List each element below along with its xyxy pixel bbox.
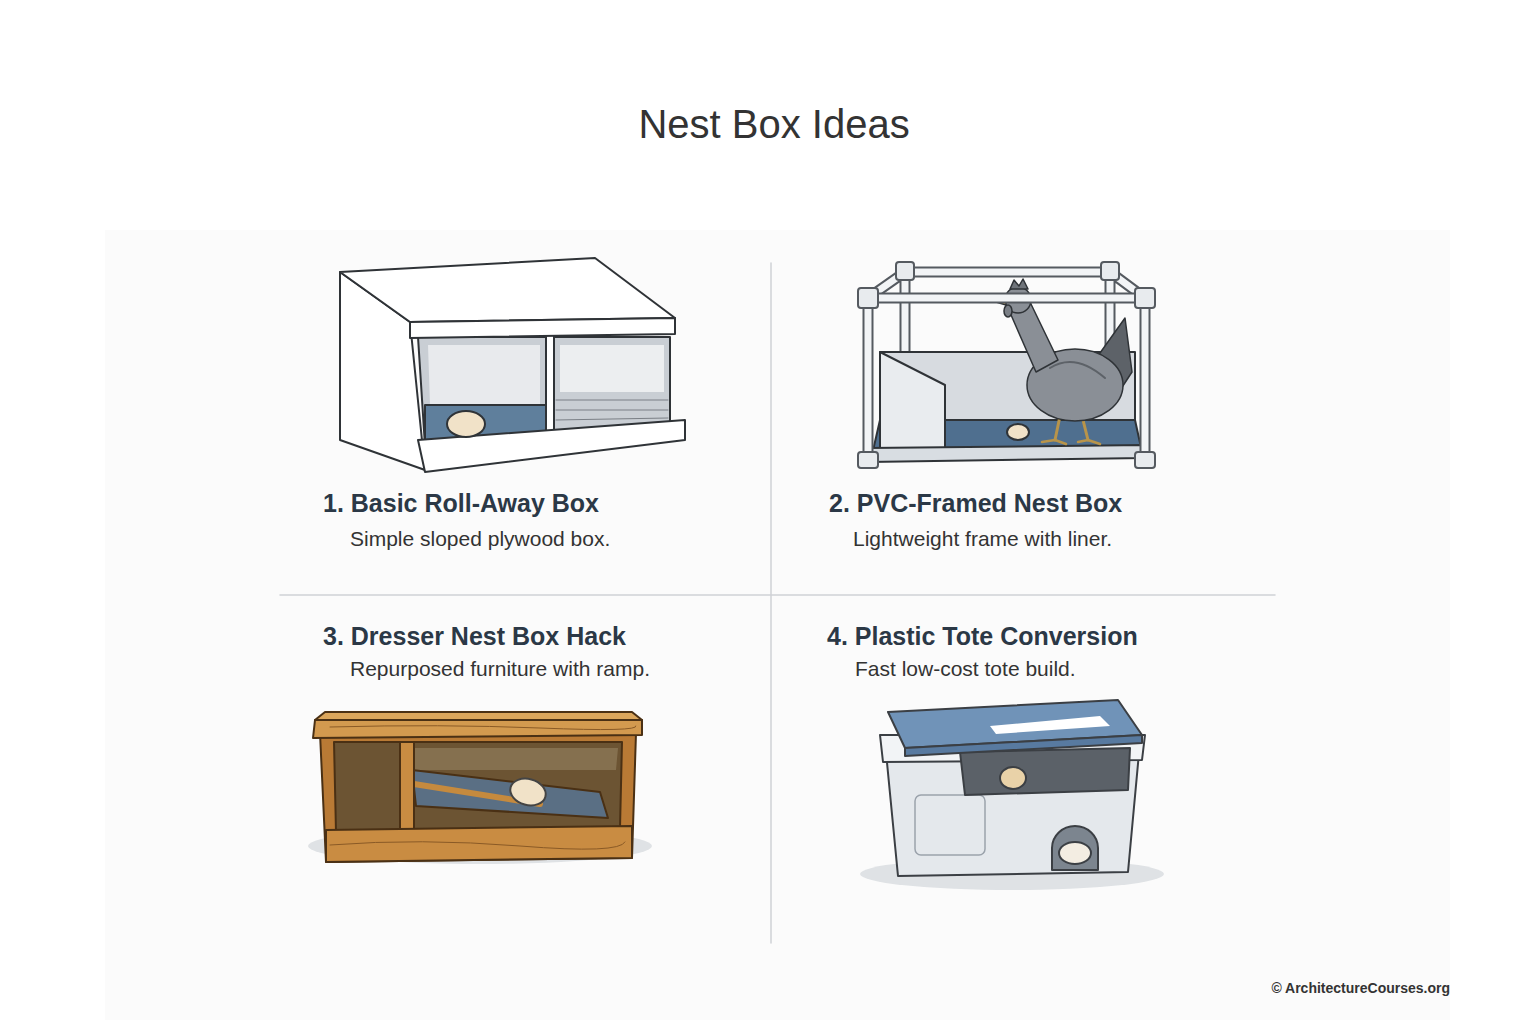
hen	[1004, 305, 1012, 317]
roll-away-box	[556, 400, 668, 401]
roll-away-box	[447, 411, 485, 437]
dresser-nest-box	[313, 720, 642, 738]
panel-description: Fast low-cost tote build.	[855, 656, 1076, 681]
hen	[1010, 279, 1028, 289]
roll-away-box	[556, 418, 668, 420]
roll-away-box	[418, 337, 546, 446]
roll-away-box	[340, 258, 675, 322]
pvc-joint	[1135, 288, 1155, 308]
roll-away-box	[340, 258, 685, 472]
pvc-nest-box	[858, 262, 1155, 468]
dresser-nest-box	[320, 733, 636, 862]
dresser-nest-box	[330, 726, 636, 849]
hen	[996, 279, 1132, 444]
dresser-nest-box	[507, 775, 549, 809]
roll-away-box	[410, 318, 675, 338]
pvc-joint	[1135, 452, 1155, 468]
nest-liner	[880, 352, 945, 450]
background-panel	[105, 230, 1450, 1020]
background-panel	[105, 230, 1450, 1020]
roll-away-box	[556, 400, 668, 420]
plastic-tote	[1000, 767, 1026, 789]
dresser-nest-box	[315, 712, 642, 720]
plastic-tote	[860, 700, 1164, 890]
panel-description: Simple sloped plywood box.	[350, 526, 610, 551]
roll-away-box	[556, 410, 668, 411]
pvc-joint	[1101, 262, 1119, 280]
hen	[1042, 440, 1100, 444]
panel-description: Lightweight frame with liner.	[853, 526, 1112, 551]
pvc-joint	[858, 288, 878, 308]
pvc-joint	[858, 262, 1155, 468]
divider-line	[280, 263, 1275, 943]
dresser-nest-box	[400, 742, 414, 832]
dresser-nest-box	[330, 726, 636, 730]
nest-liner	[1007, 424, 1029, 440]
nest-liner	[868, 445, 1145, 462]
pvc-frame-front	[868, 298, 1145, 462]
roll-away-box	[560, 345, 664, 392]
dresser-nest-box	[414, 748, 618, 770]
panel-heading: 3. Dresser Nest Box Hack	[323, 621, 626, 651]
roll-away-box	[428, 345, 540, 405]
divider-line	[770, 263, 772, 943]
dresser-nest-box	[330, 842, 625, 849]
title: Nest Box Ideas	[6, 100, 1536, 148]
dresser-nest-box	[308, 712, 652, 864]
plastic-tote	[905, 735, 1142, 756]
panel-description: Repurposed furniture with ramp.	[350, 656, 650, 681]
pvc-frame-front	[868, 298, 1145, 462]
dresser-nest-box	[334, 742, 622, 832]
panel-heading: 2. PVC-Framed Nest Box	[829, 488, 1122, 518]
plastic-tote	[960, 748, 1130, 795]
plastic-tote	[990, 716, 1110, 734]
roll-away-box	[554, 337, 670, 433]
pvc-joint	[896, 262, 914, 280]
pvc-frame-front	[868, 298, 1145, 462]
dresser-nest-box	[326, 826, 632, 862]
panel-heading: 4. Plastic Tote Conversion	[827, 621, 1138, 651]
copyright-note: © ArchitectureCourses.org	[1271, 980, 1450, 997]
plastic-tote	[1052, 826, 1098, 870]
hen	[1050, 362, 1105, 378]
plastic-tote	[915, 795, 985, 855]
roll-away-box	[546, 335, 554, 440]
dresser-nest-box	[412, 770, 608, 818]
panel-heading: 1. Basic Roll-Away Box	[323, 488, 599, 518]
divider-line	[280, 594, 1275, 596]
plastic-tote	[1059, 842, 1091, 864]
pvc-joint	[858, 452, 878, 468]
